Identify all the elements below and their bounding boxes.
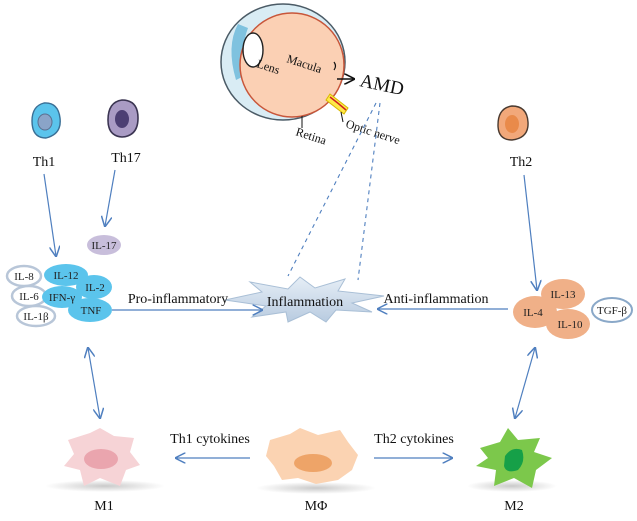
tnf-label: TNF — [81, 305, 102, 317]
inflammation-burst: Inflammation — [224, 276, 385, 323]
il6-label: IL-6 — [19, 291, 39, 303]
m2-nucleus — [504, 448, 524, 472]
m1-label: M1 — [94, 499, 113, 514]
amd-dashed-link-left — [287, 102, 377, 277]
il1b-label: IL-1β — [23, 311, 49, 323]
th1-nucleus — [37, 113, 53, 131]
il12-shape — [44, 264, 88, 286]
th2-to-cytokines-arrow — [523, 174, 537, 290]
th2-nucleus — [505, 115, 519, 133]
il10-shape — [546, 309, 590, 339]
il8-label: IL-8 — [14, 271, 34, 283]
eyeball-interior — [239, 12, 345, 118]
m1-nucleus — [84, 449, 118, 469]
m0-label: MΦ — [305, 499, 328, 514]
il13-shape — [541, 279, 585, 309]
tnf-shape — [68, 298, 112, 322]
th1-to-cytokines-arrow — [43, 173, 56, 256]
th1-cytokines-label: Th1 cytokines — [170, 432, 250, 447]
pro-cytokine-main-group: IL-12 IL-2 IFN-γ TNF — [42, 264, 112, 322]
pro-cytokine-outline-group: IL-8 IL-6 IL-1β — [5, 264, 57, 328]
il4-shape — [513, 296, 557, 328]
optic-nerve-label: Optic nerve — [344, 117, 402, 148]
optic-nerve-shape — [325, 93, 349, 115]
tgfb-shape — [591, 297, 633, 323]
amd-label: AMD — [358, 70, 406, 100]
inflammation-label: Inflammation — [267, 295, 343, 310]
m0-nucleus — [294, 454, 332, 472]
th2-cytokines-label: Th2 cytokines — [374, 432, 454, 447]
tgfb-label: TGF-β — [597, 305, 627, 317]
lens-label: Lens — [255, 57, 282, 78]
m0-macrophage: MΦ — [256, 428, 376, 514]
amd-dashed-link-right — [357, 102, 381, 281]
th1-cell: Th1 — [31, 102, 61, 170]
th17-cell: Th17 — [107, 99, 141, 166]
m2-macrophage: M2 — [467, 428, 557, 514]
lens-shape — [242, 32, 264, 68]
th2-label: Th2 — [510, 155, 533, 170]
il10-label: IL-10 — [557, 319, 583, 331]
il12-label: IL-12 — [53, 270, 78, 282]
retina-label: Retina — [294, 125, 329, 148]
il4-label: IL-4 — [523, 307, 543, 319]
il2-shape — [76, 275, 112, 299]
cytokines-m1-double-arrow — [88, 348, 100, 418]
m2-label: M2 — [504, 499, 523, 514]
anti-cytokine-group: IL-13 IL-4 IL-10 TGF-β — [513, 279, 633, 339]
th2-cell: Th2 — [497, 105, 533, 170]
th17-to-il17-arrow — [105, 169, 116, 226]
il1b-shape — [15, 304, 57, 328]
m1-macrophage: M1 — [45, 428, 165, 514]
cytokines-m2-double-arrow — [515, 348, 535, 418]
eye-diagram: Lens Macula Retina Optic nerve AMD — [220, 3, 406, 148]
ifng-label: IFN-γ — [49, 292, 75, 304]
il17-label: IL-17 — [91, 240, 117, 252]
optic-nerve-pointer — [340, 111, 344, 123]
ifng-shape — [42, 286, 82, 308]
inflammation-star-shape — [224, 276, 385, 323]
il17-shape — [87, 235, 121, 255]
th17-label: Th17 — [111, 151, 141, 166]
th1-label: Th1 — [33, 155, 56, 170]
il17-blob: IL-17 — [87, 235, 121, 255]
th17-nucleus — [115, 110, 129, 128]
pro-inflammatory-label: Pro-inflammatory — [128, 292, 228, 307]
anti-inflammation-label: Anti-inflammation — [384, 292, 489, 307]
il13-label: IL-13 — [550, 289, 576, 301]
macula-marker — [333, 61, 337, 71]
il2-label: IL-2 — [85, 282, 105, 294]
